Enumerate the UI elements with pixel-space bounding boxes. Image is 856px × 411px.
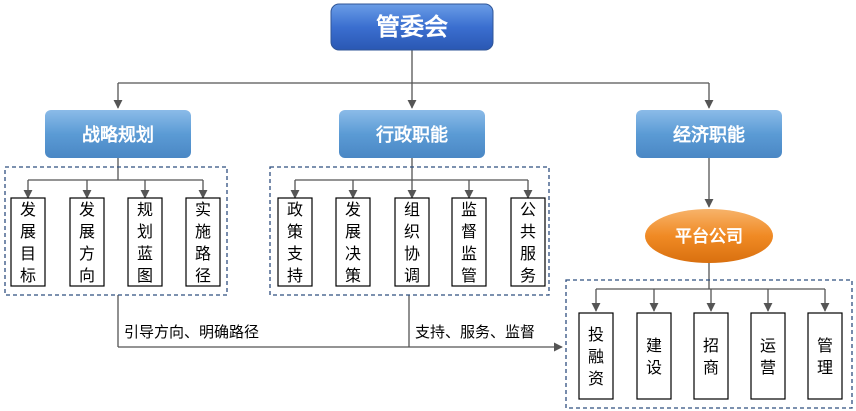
platform-leaf-label: 投融资: [588, 325, 604, 388]
strategy-leaf-box: [185, 197, 221, 287]
platform-leaf-box: [750, 312, 786, 400]
platform-node: 平台公司: [645, 209, 773, 263]
branch-economy: 经济职能: [636, 110, 782, 158]
strategy-leaf-box: [10, 197, 46, 287]
strategy-leaf-label: 实施路径: [195, 200, 211, 285]
note-left: 引导方向、明确路径: [124, 323, 259, 341]
admin-leaf-box: [510, 197, 546, 287]
strategy-leaf-box: [69, 197, 105, 287]
root-box: [330, 3, 494, 51]
admin-leaves: 政策支持 发展决策 组织协调 监督监管 公共服务: [277, 197, 546, 287]
platform-leaf-label: 管理: [817, 336, 833, 377]
connectors: [23, 50, 830, 352]
platform-leaf-label: 建设: [646, 336, 662, 377]
strategy-leaf-box: [127, 197, 163, 287]
branch-strategy: 战略规划: [45, 110, 191, 158]
admin-leaf-box: [394, 197, 430, 287]
admin-leaf-label: 公共服务: [520, 200, 536, 285]
platform-group-frame: [565, 279, 853, 409]
admin-leaf-label: 监督监管: [461, 200, 477, 285]
strategy-leaf-label: 发展方向: [79, 200, 95, 285]
branch-strategy-label: 战略规划: [82, 124, 154, 146]
admin-leaf-label: 发展决策: [345, 200, 361, 285]
note-right: 支持、服务、监督: [415, 323, 535, 341]
platform-ellipse: [645, 209, 773, 263]
admin-leaf-box: [335, 197, 371, 287]
root-label: 管委会: [376, 13, 448, 41]
branch-economy-label: 经济职能: [673, 124, 745, 146]
platform-leaf-box: [578, 312, 614, 400]
branch-strategy-box: [45, 110, 191, 158]
root-node: 管委会: [330, 3, 494, 51]
strategy-leaf-label: 发展目标: [20, 200, 36, 285]
strategy-leaves: 发展目标 发展方向 规划蓝图 实施路径: [10, 197, 221, 287]
platform-leaf-box: [636, 312, 672, 400]
branch-admin-box: [339, 110, 485, 158]
platform-leaf-box: [693, 312, 729, 400]
branch-economy-box: [636, 110, 782, 158]
admin-leaf-label: 组织协调: [404, 200, 420, 285]
admin-leaf-box: [277, 197, 313, 287]
admin-group-frame: [269, 166, 550, 296]
strategy-leaf-label: 规划蓝图: [137, 200, 153, 285]
platform-leaf-label: 运营: [760, 336, 776, 377]
platform-leaf-label: 招商: [703, 336, 719, 377]
branch-admin: 行政职能: [339, 110, 485, 158]
platform-leaf-box: [807, 312, 843, 400]
admin-leaf-box: [451, 197, 487, 287]
platform-label: 平台公司: [675, 226, 743, 247]
admin-leaf-label: 政策支持: [287, 200, 303, 285]
branch-admin-label: 行政职能: [375, 124, 448, 146]
